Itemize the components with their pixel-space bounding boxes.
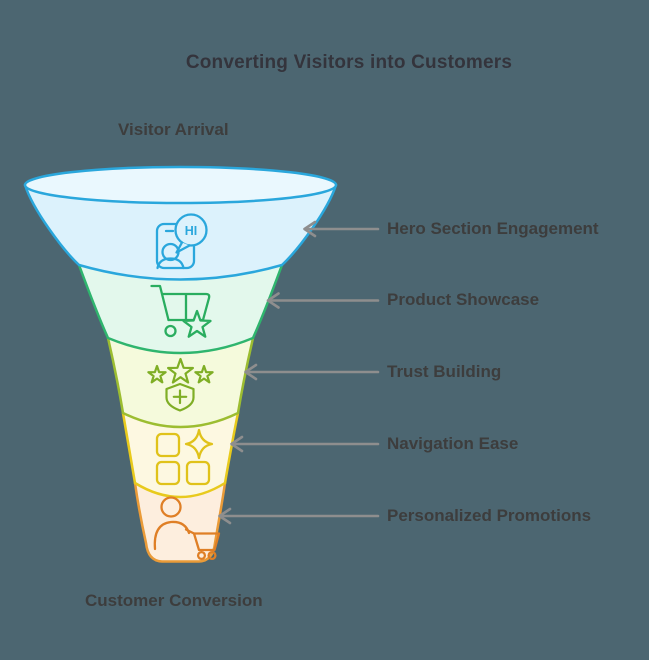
arrow-stage-2 (266, 292, 380, 309)
funnel-mouth (23, 165, 338, 205)
arrow-stage-1 (303, 220, 380, 238)
mini-cart-handle (184, 528, 196, 535)
stage-label-navigation-ease: Navigation Ease (387, 434, 519, 453)
stage-3-fill-shape (108, 338, 253, 427)
star-left (147, 364, 167, 384)
star-right (194, 364, 214, 384)
stage-1-outline (23, 183, 338, 281)
cart-wheel (164, 324, 177, 338)
funnel-exit-label: Customer Conversion (85, 591, 263, 610)
stage-label-product-showcase: Product Showcase (387, 290, 540, 309)
cart-star-icon (150, 284, 212, 338)
star-badge (182, 309, 212, 338)
arrowhead-left-icon (244, 363, 258, 381)
person-head (161, 242, 180, 262)
stage-label-personalized-promotions: Personalized Promotions (387, 506, 592, 525)
stage-4-outline (121, 411, 240, 499)
page-title: Converting Visitors into Customers (185, 52, 513, 73)
customer-head (160, 496, 182, 518)
cart-basket (161, 292, 211, 322)
funnel-entry-label: Visitor Arrival (118, 120, 229, 139)
stage-2-fill-shape (79, 265, 282, 353)
square-top-left (155, 432, 181, 458)
stage-label-trust-building: Trust Building (387, 362, 502, 381)
square-bottom-left (155, 460, 181, 486)
stage-2-outline (77, 263, 284, 355)
customer-cart-icon (153, 496, 221, 561)
funnel-mouth-ellipse (23, 165, 338, 205)
customer-body (153, 520, 191, 551)
square-bottom-right (185, 460, 211, 486)
arrow-stage-3 (244, 363, 380, 381)
hero-greeting-icon: HI (155, 213, 208, 270)
arrowhead-left-icon (266, 292, 280, 309)
stage-5-outline (133, 481, 227, 563)
stage-3-outline (106, 336, 255, 429)
speech-bubble-tail (175, 241, 191, 254)
funnel-outlines (23, 183, 338, 563)
speech-bubble (174, 213, 208, 247)
trust-stars-shield-icon (147, 357, 214, 412)
stage-label-hero-section-engagement: Hero Section Engagement (387, 219, 599, 238)
mini-cart-wheel-right (207, 550, 217, 561)
arrow-stage-4 (230, 435, 380, 453)
arrowhead-left-icon (303, 220, 317, 238)
arrowhead-left-icon (230, 435, 244, 453)
mini-cart-wheel-left (196, 550, 207, 561)
squares-sparkle-icon (155, 428, 214, 486)
sparkle (184, 428, 214, 460)
arrowhead-left-icon (218, 507, 232, 525)
star-middle (167, 357, 194, 384)
connector-arrows (218, 220, 380, 525)
arrow-stage-5 (218, 507, 380, 525)
cart-handle (150, 284, 170, 322)
speech-bubble-text: HI (185, 224, 198, 238)
mini-cart-basket (192, 532, 221, 552)
person-shoulders (156, 257, 185, 270)
